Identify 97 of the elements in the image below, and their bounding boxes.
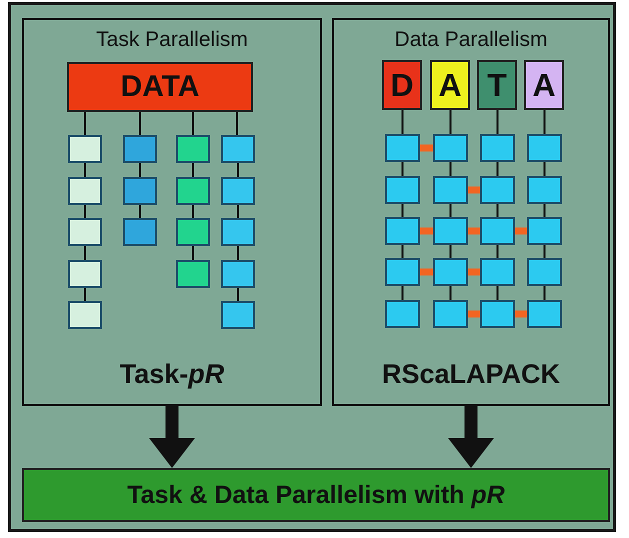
arrow [448, 406, 494, 468]
process-block [433, 176, 468, 204]
connector-line [544, 162, 546, 176]
connector-line [84, 205, 86, 218]
connector-line [84, 246, 86, 260]
process-block [527, 258, 562, 286]
connector-line [237, 288, 239, 301]
letter-tile: A [430, 60, 470, 110]
panel-caption: Task-pR [118, 359, 226, 390]
process-block [480, 258, 515, 286]
process-block [527, 176, 562, 204]
process-block [385, 258, 420, 286]
link-line [515, 310, 527, 318]
link-line [468, 268, 480, 276]
connector-line [139, 112, 141, 135]
connector-line [192, 205, 194, 218]
connector-line [402, 110, 404, 134]
process-block [176, 177, 210, 205]
process-block [221, 135, 255, 163]
connector-line [496, 286, 498, 300]
process-block [433, 134, 468, 162]
panel [22, 18, 322, 406]
connector-line [496, 204, 498, 217]
connector-line [402, 162, 404, 176]
data-block: DATA [67, 62, 253, 112]
link-line [420, 228, 433, 234]
process-block [385, 217, 420, 245]
connector-line [84, 112, 86, 135]
connector-line [496, 110, 498, 134]
link-line [420, 144, 433, 152]
process-block [123, 177, 157, 205]
letter-tile: A [524, 60, 564, 110]
process-block [221, 177, 255, 205]
connector-line [84, 288, 86, 301]
process-block [385, 134, 420, 162]
link-line [468, 310, 480, 318]
process-block [433, 300, 468, 328]
process-block [68, 260, 102, 288]
connector-line [450, 204, 452, 217]
connector-line [544, 110, 546, 134]
connector-line [192, 112, 194, 135]
connector-line [237, 246, 239, 260]
process-block [176, 135, 210, 163]
result-box: Task & Data Parallelism with pR [22, 468, 610, 522]
connector-line [237, 205, 239, 218]
connector-line [544, 245, 546, 258]
link-line [420, 268, 433, 276]
process-block [480, 134, 515, 162]
connector-line [192, 246, 194, 260]
connector-line [84, 163, 86, 177]
connector-line [139, 205, 141, 218]
connector-line [450, 286, 452, 300]
process-block [68, 301, 102, 329]
process-block [123, 135, 157, 163]
process-block [176, 218, 210, 246]
arrow [149, 406, 195, 468]
panel [332, 18, 610, 406]
process-block [221, 301, 255, 329]
process-block [433, 258, 468, 286]
process-block [385, 300, 420, 328]
connector-line [544, 204, 546, 217]
connector-line [192, 163, 194, 177]
connector-line [496, 245, 498, 258]
process-block [527, 300, 562, 328]
process-block [221, 218, 255, 246]
link-line [468, 186, 480, 194]
process-block [176, 260, 210, 288]
process-block [123, 218, 157, 246]
connector-line [450, 245, 452, 258]
panel-title: Task Parallelism [95, 28, 249, 52]
process-block [527, 134, 562, 162]
connector-line [237, 163, 239, 177]
letter-tile: T [477, 60, 517, 110]
process-block [385, 176, 420, 204]
connector-line [496, 162, 498, 176]
panel-title: Data Parallelism [394, 28, 548, 52]
connector-line [544, 286, 546, 300]
connector-line [402, 204, 404, 217]
process-block [68, 218, 102, 246]
connector-line [450, 162, 452, 176]
process-block [480, 300, 515, 328]
connector-line [402, 286, 404, 300]
link-line [515, 228, 527, 234]
process-block [68, 177, 102, 205]
process-block [480, 176, 515, 204]
connector-line [236, 112, 238, 135]
connector-line [450, 110, 452, 134]
process-block [221, 260, 255, 288]
link-line [468, 228, 480, 234]
process-block [527, 217, 562, 245]
letter-tile: D [382, 60, 422, 110]
process-block [480, 217, 515, 245]
connector-line [139, 163, 141, 177]
panel-caption: RScaLAPACK [380, 359, 562, 390]
process-block [68, 135, 102, 163]
process-block [433, 217, 468, 245]
connector-line [402, 245, 404, 258]
